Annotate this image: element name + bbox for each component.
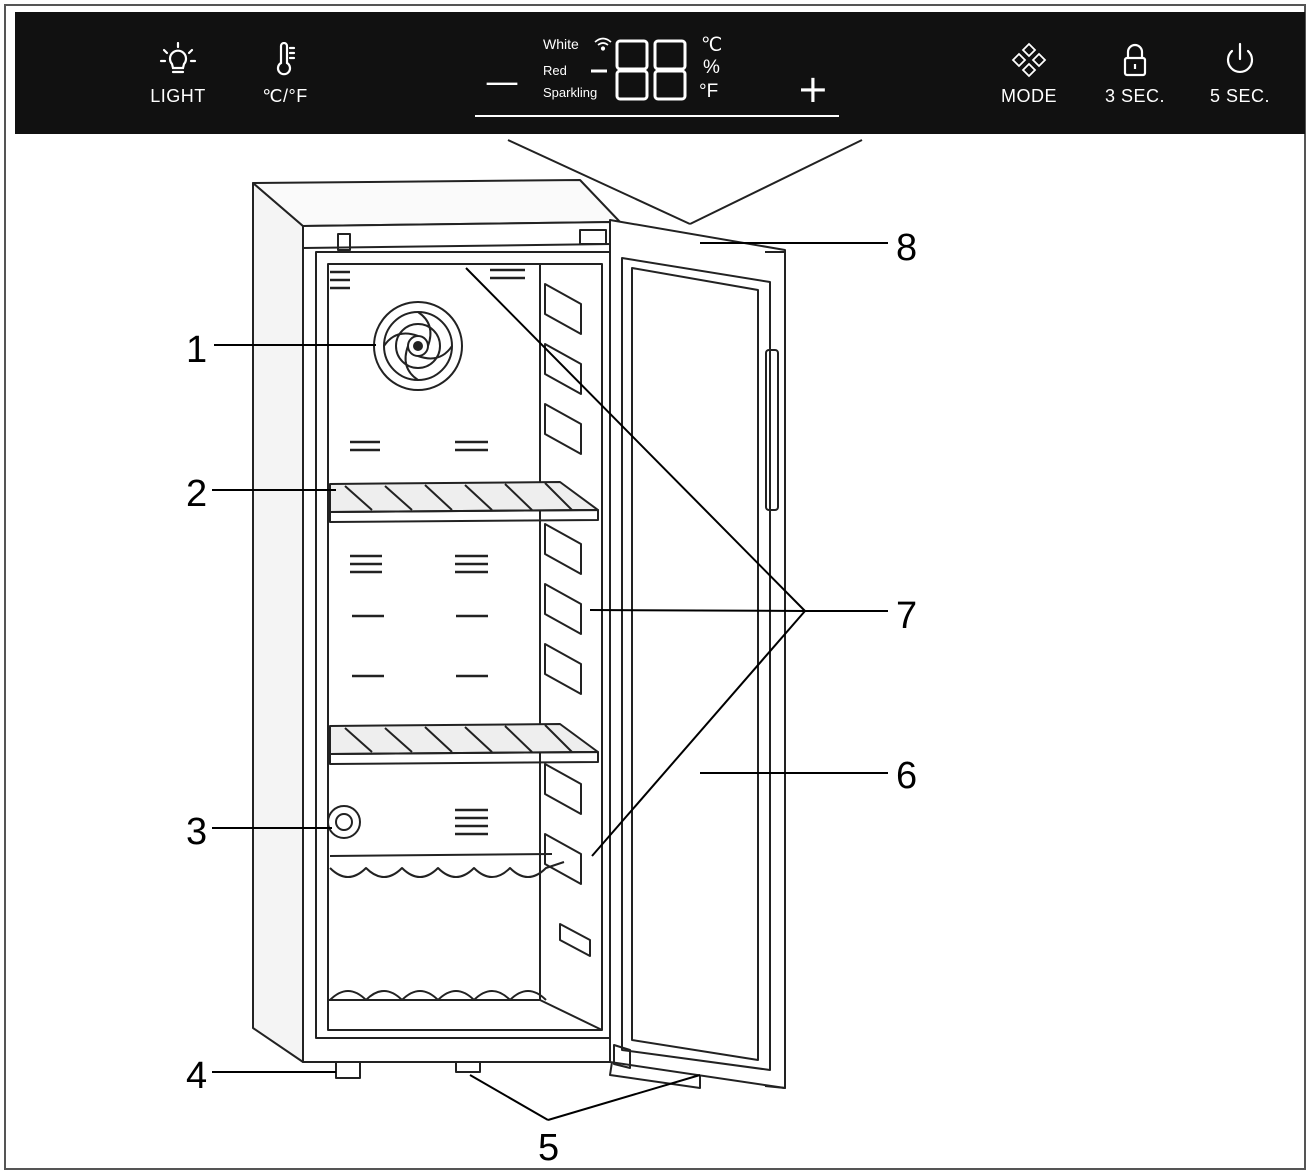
- callout-3: 3: [186, 811, 207, 853]
- callout-6: 6: [896, 755, 917, 797]
- lock-icon: [1123, 43, 1147, 77]
- unit-percent: %: [703, 57, 720, 78]
- lock-button[interactable]: 3 SEC.: [1085, 42, 1185, 128]
- panel-pointer-line: [689, 139, 863, 225]
- mode-sparkling: Sparkling: [543, 85, 598, 100]
- display-underline: [475, 115, 839, 117]
- panel-pointer-line: [507, 139, 691, 225]
- temperature-sensor: [327, 805, 361, 839]
- callout-lines: [212, 242, 888, 1121]
- unit-toggle-button[interactable]: ℃/°F: [235, 42, 335, 128]
- wifi-icon: [594, 37, 612, 51]
- mode-label: MODE: [1001, 86, 1057, 106]
- air-vents: [330, 268, 525, 836]
- unit-fahrenheit: °F: [699, 81, 719, 102]
- lock-label: 3 SEC.: [1104, 86, 1166, 106]
- unit-celsius: ℃: [701, 35, 723, 56]
- leveling-foot: [455, 1061, 481, 1073]
- callout-7: 7: [896, 595, 917, 637]
- light-label: LIGHT: [150, 86, 206, 106]
- unit-label: ℃/°F: [262, 86, 308, 106]
- thermometer-icon: [276, 42, 296, 76]
- control-panel: LIGHT ℃/°F — White Red Sparkling: [15, 12, 1305, 134]
- bottle-rack: [329, 853, 565, 1001]
- callout-8: 8: [896, 227, 917, 269]
- shelf-upper: [329, 481, 599, 523]
- seven-segment-display: [591, 39, 687, 101]
- minus-button[interactable]: —: [485, 62, 519, 102]
- shelf-lower: [329, 723, 599, 765]
- figure-border: [4, 4, 1306, 1170]
- callout-4: 4: [186, 1055, 207, 1097]
- glass-door: [609, 219, 786, 1089]
- mode-diamond-icon: [1011, 42, 1047, 78]
- callout-5: 5: [538, 1127, 559, 1169]
- callout-2: 2: [186, 473, 207, 515]
- mode-button[interactable]: MODE: [979, 42, 1079, 128]
- door-handle: [765, 349, 779, 511]
- power-icon: [1226, 42, 1254, 73]
- light-bulb-icon: [159, 42, 197, 74]
- light-button[interactable]: LIGHT: [128, 42, 228, 128]
- callout-1: 1: [186, 329, 207, 371]
- mode-white: White: [543, 36, 579, 52]
- cabinet-body: [252, 179, 621, 1063]
- plus-button[interactable]: +: [797, 67, 829, 111]
- power-button[interactable]: 5 SEC.: [1190, 42, 1290, 128]
- mode-red: Red: [543, 63, 567, 78]
- power-label: 5 SEC.: [1209, 86, 1271, 106]
- leveling-foot: [335, 1061, 361, 1079]
